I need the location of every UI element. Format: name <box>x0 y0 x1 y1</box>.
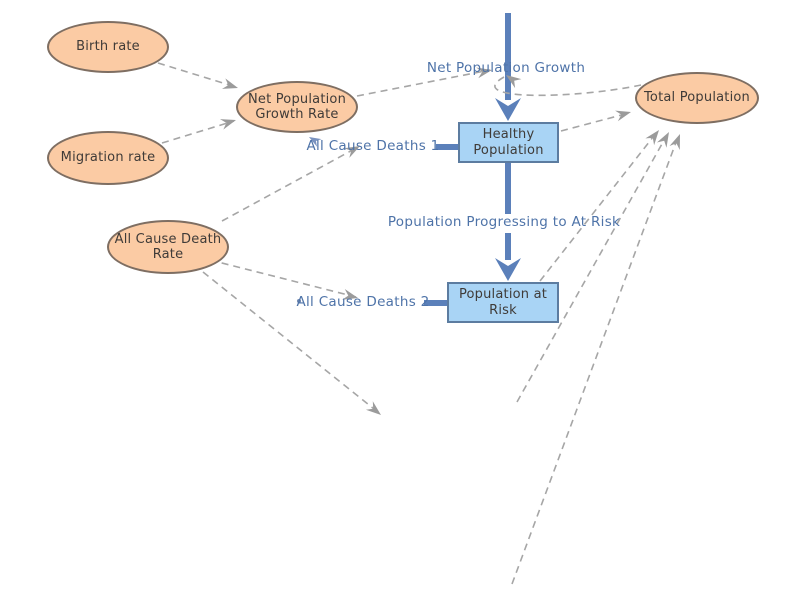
link-death-rate-to-all-cause-deaths-2-arrowhead <box>342 289 358 300</box>
link-population-at-risk-to-total-population[interactable] <box>539 130 659 282</box>
node-label-migration-rate: Migration rate <box>60 150 156 166</box>
flow-arrowhead-net-population-growth <box>495 98 521 121</box>
node-all-cause-death-rate[interactable]: All Cause Death Rate <box>107 220 229 274</box>
link-death-rate-to-all-cause-deaths-2[interactable] <box>209 259 358 300</box>
node-birth-rate[interactable]: Birth rate <box>47 21 169 73</box>
flow-label-all-cause-deaths-2[interactable]: All Cause Deaths 2 <box>296 294 430 310</box>
node-label-net-population-growth-rate: Net Population Growth Rate <box>247 91 347 122</box>
node-label-healthy-population: Healthy Population <box>473 127 544 158</box>
link-death-rate-down-right-arrowhead <box>365 401 381 415</box>
link-to-total-population-3[interactable] <box>511 134 680 585</box>
link-to-total-population-3-arrowhead <box>669 134 680 150</box>
link-to-total-population-2-arrowhead <box>656 132 669 148</box>
link-birth-rate-to-growth-rate-arrowhead <box>222 78 238 89</box>
flow-label-net-population-growth[interactable]: Net Population Growth <box>426 60 586 76</box>
link-healthy-population-to-total-population-arrowhead <box>615 110 631 122</box>
link-migration-rate-to-growth-rate[interactable] <box>161 119 236 144</box>
link-death-rate-down-right[interactable] <box>202 271 381 415</box>
link-growth-rate-to-net-population-growth-arrowhead <box>476 67 492 79</box>
node-population-at-risk[interactable]: Population at Risk <box>447 282 559 323</box>
flow-net-population-growth[interactable] <box>495 13 521 121</box>
link-total-population-to-net-population-growth[interactable] <box>494 75 642 97</box>
link-total-population-to-net-population-growth-arrowhead <box>506 75 522 89</box>
link-death-rate-to-all-cause-deaths-1[interactable] <box>221 146 360 222</box>
node-label-population-at-risk: Population at Risk <box>458 287 548 318</box>
flow-indicator-dot <box>297 299 301 303</box>
flow-arrowhead-population-progressing-to-at-risk <box>495 258 521 281</box>
link-migration-rate-to-growth-rate-arrowhead <box>220 119 236 130</box>
node-healthy-population[interactable]: Healthy Population <box>458 122 559 163</box>
link-healthy-population-to-total-population[interactable] <box>560 110 631 132</box>
node-total-population[interactable]: Total Population <box>635 72 759 124</box>
node-migration-rate[interactable]: Migration rate <box>47 131 169 185</box>
flow-label-population-progressing-to-at-risk[interactable]: Population Progressing to At Risk <box>387 214 621 230</box>
node-label-all-cause-death-rate: All Cause Death Rate <box>114 231 222 262</box>
link-to-total-population-2[interactable] <box>516 132 669 403</box>
node-label-birth-rate: Birth rate <box>76 39 140 55</box>
link-birth-rate-to-growth-rate[interactable] <box>157 62 238 89</box>
flow-population-progressing-to-at-risk[interactable] <box>495 163 521 281</box>
link-growth-rate-to-net-population-growth[interactable] <box>356 67 492 97</box>
node-net-population-growth-rate[interactable]: Net Population Growth Rate <box>236 81 358 133</box>
flow-label-all-cause-deaths-1[interactable]: All Cause Deaths 1 <box>306 138 440 154</box>
flow-indicator-arrow <box>309 137 322 147</box>
link-death-rate-to-all-cause-deaths-1-arrowhead <box>344 146 360 158</box>
link-population-at-risk-to-total-population-arrowhead <box>645 130 659 146</box>
node-label-total-population: Total Population <box>644 90 750 106</box>
